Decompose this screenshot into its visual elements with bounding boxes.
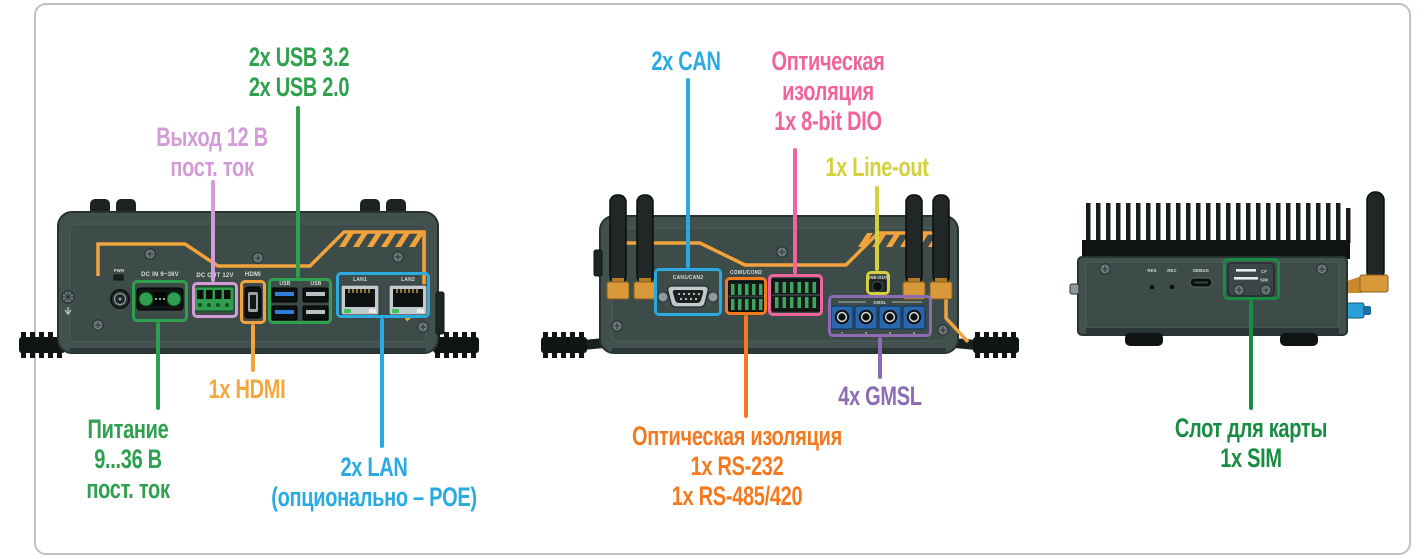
gmsl-label: GMSL bbox=[874, 300, 887, 305]
heatsink-fins bbox=[1086, 203, 1351, 243]
dc-out-label: DC OUT 12V bbox=[196, 273, 233, 279]
mount-bracket-right bbox=[433, 332, 479, 358]
dc-out-annotation-box bbox=[192, 282, 238, 318]
antenna-2 bbox=[633, 194, 657, 300]
antenna-3 bbox=[902, 194, 926, 300]
label-gmsl: 4x GMSL bbox=[838, 381, 922, 411]
lan-annotation-box bbox=[336, 272, 430, 318]
side-antenna bbox=[1347, 191, 1389, 293]
sim-annotation-box bbox=[1223, 258, 1280, 300]
line-out-label: LINE-OUT bbox=[866, 275, 888, 280]
label-hdmi: 1x HDMI bbox=[208, 374, 286, 404]
power-button bbox=[110, 289, 130, 309]
fakra-stub bbox=[1346, 302, 1371, 319]
lan-callout-line bbox=[380, 318, 384, 448]
dc-in-connector bbox=[136, 287, 184, 311]
gmsl-port-4: 4 bbox=[913, 331, 916, 336]
label-sim: Слот для карты 1x SIM bbox=[1174, 413, 1328, 473]
foot-left bbox=[1125, 333, 1163, 346]
gmsl-connectors: GMSL 1 2 3 4 bbox=[830, 300, 926, 336]
reset-hole bbox=[1149, 284, 1155, 290]
hazard-stripes bbox=[339, 233, 424, 247]
antenna-4 bbox=[929, 194, 953, 300]
label-dc-out-12v: Выход 12 В пост. ток bbox=[156, 122, 268, 182]
hdmi-annotation-box bbox=[240, 280, 266, 324]
label-power-in: Питание 9...36 В пост. ток bbox=[86, 414, 170, 504]
gmsl-annotation-box bbox=[828, 295, 932, 337]
mount-bracket-left-2 bbox=[541, 332, 587, 358]
gmsl-port-2: 2 bbox=[865, 331, 868, 336]
line-out-annotation-box bbox=[866, 271, 890, 295]
label-dio: Оптическая изоляция 1x 8-bit DIO bbox=[771, 46, 885, 136]
serial-callout-line bbox=[744, 315, 748, 418]
hdmi-label: HDMI bbox=[245, 272, 261, 278]
res-label: RES bbox=[1147, 268, 1156, 273]
usb2-label: USB bbox=[310, 281, 321, 287]
hdmi-port bbox=[244, 286, 262, 319]
cf-slot-label: CF bbox=[1261, 269, 1267, 274]
dc-in-annotation-box bbox=[132, 280, 188, 322]
antenna-1 bbox=[606, 194, 630, 300]
label-lan: 2x LAN (опционально – POE) bbox=[271, 452, 477, 512]
gmsl-callout-line bbox=[878, 337, 882, 379]
dio-callout-line bbox=[793, 148, 797, 274]
label-line-out: 1x Line-out bbox=[825, 152, 929, 182]
lan2-label: LAN2 bbox=[401, 277, 415, 283]
lan1-label: LAN1 bbox=[353, 277, 367, 283]
can-db9-connector bbox=[657, 285, 719, 308]
pwr-label: PWR bbox=[114, 268, 124, 273]
gmsl-port-3: 3 bbox=[889, 331, 892, 336]
com-annotation-box bbox=[725, 277, 767, 315]
power-callout-line bbox=[156, 322, 160, 410]
sim-slot-cover: CF SIM bbox=[1227, 262, 1275, 297]
com-label: COM1/COM2 bbox=[730, 270, 762, 276]
usb-callout-line bbox=[296, 106, 300, 278]
label-can: 2x CAN bbox=[651, 46, 721, 76]
rec-label: REC bbox=[1167, 268, 1176, 273]
accent-line bbox=[96, 230, 426, 322]
recovery-hole bbox=[1169, 284, 1175, 290]
mount-bracket-right-2 bbox=[973, 332, 1019, 358]
power-led: PWR bbox=[113, 268, 124, 281]
card-border bbox=[34, 3, 1411, 555]
hdmi-callout-line bbox=[251, 324, 255, 372]
label-serial: Оптическая изоляция 1x RS-232 1x RS-485/… bbox=[632, 421, 842, 511]
foot-right bbox=[1280, 333, 1318, 346]
line-out-callout-line bbox=[875, 186, 879, 271]
sim-callout-line bbox=[1249, 300, 1253, 410]
usb-annotation-box bbox=[268, 278, 332, 324]
gmsl-port-1: 1 bbox=[841, 331, 844, 336]
debug-usb-c-port bbox=[1189, 277, 1213, 288]
com-terminal-block bbox=[727, 280, 765, 313]
dc-out-callout-line bbox=[211, 180, 215, 282]
device-rear-view: CAN1/CAN2 COM1/COM2 bbox=[541, 194, 1019, 358]
sim-slot-label: SIM bbox=[1260, 278, 1268, 283]
usb1-label: USB bbox=[279, 281, 290, 287]
can-annotation-box bbox=[654, 268, 722, 316]
dio-terminal-block bbox=[771, 278, 821, 312]
label-usb: 2x USB 3.2 2x USB 2.0 bbox=[248, 42, 350, 102]
dc-out-terminal bbox=[193, 286, 235, 312]
dc-in-label: DC IN 9~36V bbox=[141, 272, 179, 278]
dio-annotation-box bbox=[768, 274, 823, 316]
can-label: CAN1/CAN2 bbox=[673, 275, 703, 281]
ground-lug bbox=[61, 290, 75, 316]
can-callout-line bbox=[686, 78, 690, 268]
debug-label: DEBUG bbox=[1193, 268, 1209, 273]
